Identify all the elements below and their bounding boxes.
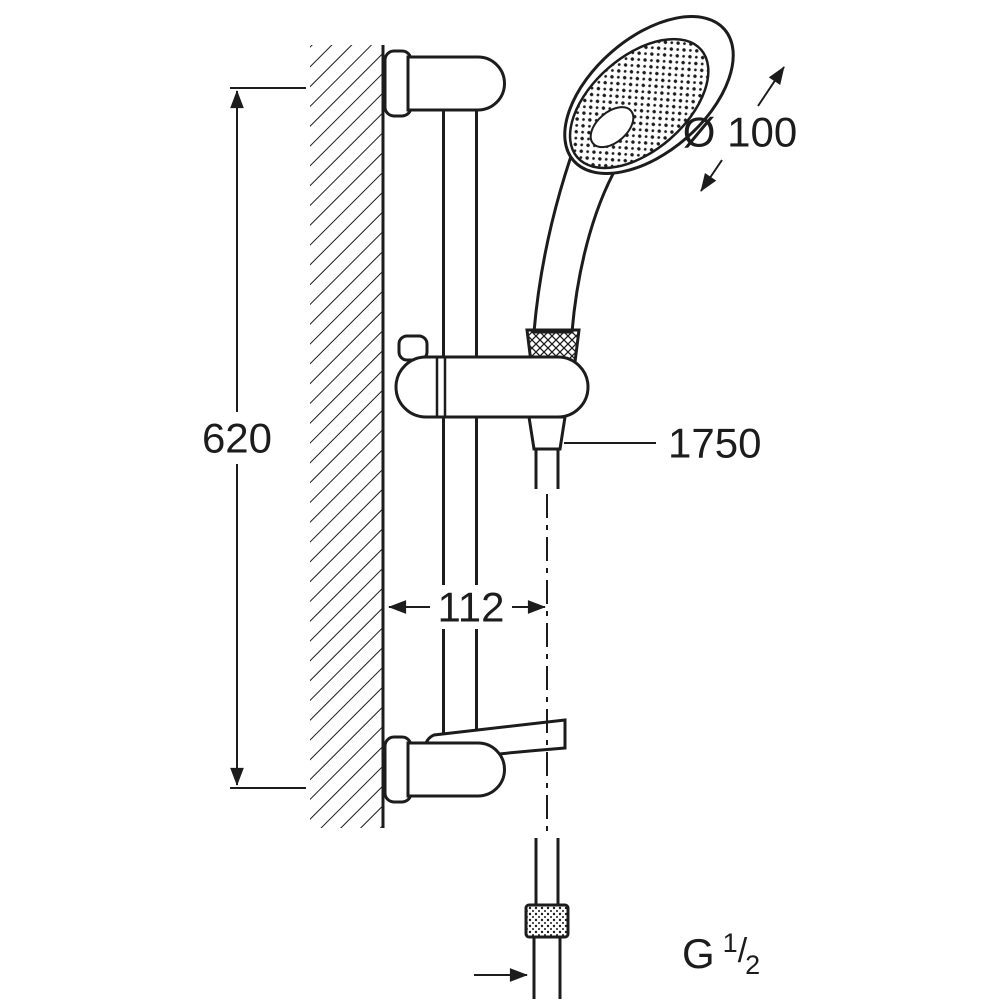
bottom-bracket-arm (406, 741, 506, 798)
top-wall-bracket (383, 49, 506, 118)
hand-shower-handle (525, 126, 624, 364)
hose-length-label: 1750 (668, 420, 761, 467)
dimension-holder-offset: 112 (388, 584, 546, 631)
hand-shower-head (563, 15, 735, 175)
head-diameter-label: Ø 100 (683, 109, 797, 156)
label-mask (430, 585, 515, 629)
rail-length-label: 620 (202, 415, 272, 462)
wall-section (310, 45, 385, 828)
bottom-wall-bracket (383, 735, 506, 804)
glider-body (394, 355, 590, 419)
holder-offset-label: 112 (438, 584, 505, 631)
top-bracket-arm (406, 55, 506, 112)
shower-hose (524, 415, 570, 999)
dimension-head-diameter: Ø 100 (683, 66, 797, 192)
shower-rail (442, 95, 478, 785)
hose-connection-nut (524, 903, 570, 939)
hose-ferrule (527, 415, 567, 451)
spray-face-center (589, 106, 635, 149)
wall-hatching (310, 45, 383, 828)
dimension-hose-length: 1750 (564, 420, 761, 467)
dimension-rail-length: 620 (202, 87, 306, 789)
